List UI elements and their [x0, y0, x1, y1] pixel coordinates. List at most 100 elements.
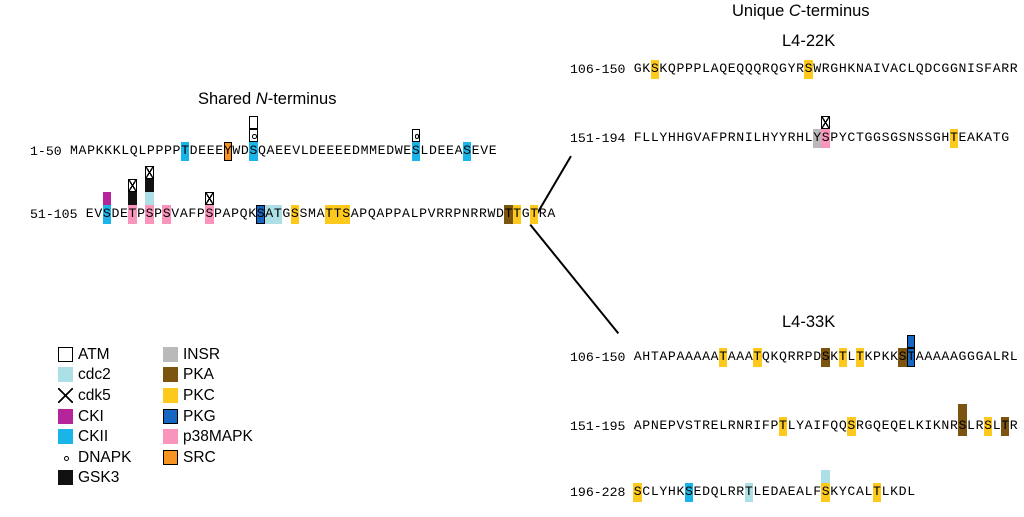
residue: A	[950, 348, 959, 366]
residue: D	[813, 348, 822, 366]
residue-letter: Q	[667, 61, 676, 76]
residue-letter: P	[359, 206, 368, 221]
residue: S	[975, 60, 984, 78]
residue-phosphosite: T	[855, 348, 865, 367]
residue-letter: S	[898, 130, 907, 145]
residue-letter: A	[984, 130, 993, 145]
residue-letter: P	[685, 61, 693, 76]
phosphosite-fill-ckii	[102, 205, 112, 224]
phosphosite-fill-ckii	[180, 142, 190, 161]
title-unique-c-terminus: Unique C-terminus	[732, 2, 870, 20]
residue-letter: G	[779, 61, 787, 76]
residue-letter: G	[521, 206, 530, 221]
phosphosite-fill-pkc	[324, 205, 334, 224]
residue-letter: K	[770, 349, 779, 364]
residue: H	[642, 348, 651, 366]
kinase-marker-pka	[958, 404, 967, 417]
sequence-range-label: 1-50	[30, 144, 62, 159]
residue-letter: P	[676, 61, 685, 76]
residue-letter: D	[702, 484, 711, 499]
residue: P	[214, 205, 223, 223]
residue-letter: L	[410, 206, 419, 221]
residue-letter: F	[633, 130, 642, 145]
residue-letter: G	[830, 61, 839, 76]
residue: E	[318, 142, 327, 160]
residue-letter: R	[538, 206, 547, 221]
residue: A	[890, 60, 899, 78]
sequence-range-label: 106-150	[570, 350, 626, 365]
residue-letter: N	[941, 418, 950, 433]
phosphosite-fill-pkc	[529, 205, 539, 224]
residue: P	[770, 417, 779, 435]
residue: Q	[770, 60, 779, 78]
residue-letter: R	[470, 206, 479, 221]
residue-letter: E	[343, 143, 352, 158]
residue: R	[762, 60, 771, 78]
residue-letter: A	[316, 206, 325, 221]
residue-letter: S	[975, 61, 984, 76]
residue: V	[292, 142, 301, 160]
residue-letter: G	[864, 130, 873, 145]
residue-letter: W	[232, 143, 241, 158]
legend-swatch-cdc2-icon	[58, 367, 73, 383]
residue-letter: E	[446, 143, 454, 158]
residue-letter: G	[958, 349, 967, 364]
phosphosite-fill-ckii	[462, 142, 472, 161]
residue-letter: P	[667, 349, 676, 364]
residue-letter: E	[198, 143, 207, 158]
residue-phosphosite: S	[249, 116, 258, 161]
residue: Y	[770, 129, 779, 147]
residue: G	[685, 129, 694, 147]
residue: E	[335, 142, 344, 160]
residue: A	[933, 348, 942, 366]
residue-letter: G	[975, 349, 984, 364]
residue: G	[958, 348, 967, 366]
residue-letter: I	[813, 418, 822, 433]
residue: G	[633, 60, 642, 78]
residue: I	[924, 417, 933, 435]
residue: A	[78, 142, 87, 160]
residue-letter: V	[292, 143, 301, 158]
residue-letter: R	[702, 418, 711, 433]
residue-letter: S	[256, 206, 265, 221]
residue: Q	[368, 205, 377, 223]
residue-letter: N	[736, 418, 745, 433]
residue: R	[796, 60, 805, 78]
residue: P	[137, 205, 146, 223]
residue-letter: T	[128, 206, 137, 221]
residue: K	[642, 60, 651, 78]
residue: A	[633, 348, 642, 366]
residue: E	[471, 142, 480, 160]
residue-letter: L	[907, 61, 916, 76]
residue: L	[420, 142, 429, 160]
residue: R	[821, 60, 830, 78]
residue: I	[873, 60, 882, 78]
phosphosite-fill-pkc	[333, 205, 342, 224]
residue-phosphosite: S	[898, 348, 907, 367]
residue-letter: P	[667, 418, 676, 433]
residue: P	[385, 205, 394, 223]
residue-letter: R	[744, 418, 753, 433]
residue: D	[770, 483, 779, 501]
residue-letter: V	[427, 206, 436, 221]
residue: E	[377, 142, 386, 160]
residue-phosphosite: Y	[812, 129, 822, 148]
residue-letter: N	[736, 130, 745, 145]
residue: Q	[779, 348, 788, 366]
kinase-marker-gsk3	[145, 179, 154, 192]
residue: R	[479, 205, 488, 223]
residue-letter: K	[890, 484, 899, 499]
phosphosite-fill-pka	[504, 205, 513, 224]
residue-letter: A	[932, 349, 941, 364]
residue-letter: Y	[659, 484, 668, 499]
residue-letter: E	[275, 143, 284, 158]
residue-letter: A	[265, 206, 274, 221]
residue-letter: F	[188, 206, 197, 221]
residue: L	[804, 483, 813, 501]
residue: A	[710, 348, 719, 366]
phosphosite-fill-p38mapk	[205, 205, 214, 224]
residue-letter: V	[693, 130, 702, 145]
